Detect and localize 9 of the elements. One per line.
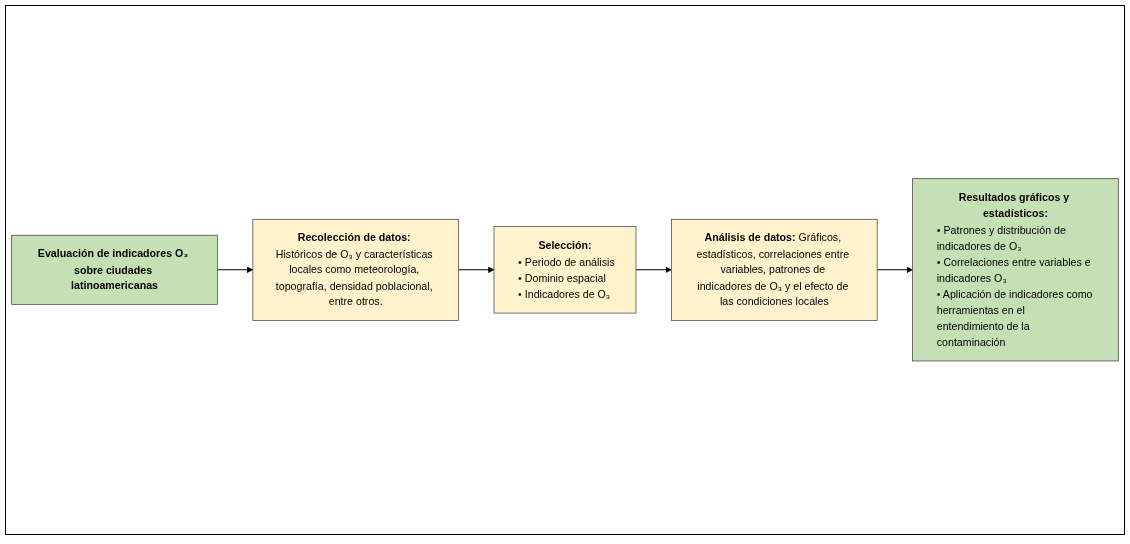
node-box: Análisis de datos: Gráficos, estadísticos, correlaciones entre variables, patrones de indicadores de O₃ y el efecto de las condiciones locales [671,219,878,321]
node-box: Resultados gráficos y estadísticos: • Patrones y distribución de indicadores de O₃ • Correlaciones entre variables e indicadores O₃ • Aplicación de indicadores como herramientas en el entendimiento de la contaminación [912,178,1119,362]
arrow [876,266,913,274]
node-box: Selección: • Periodo de análisis • Dominio espacial • Indicadores de O₃ [493,226,637,314]
arrow [458,266,495,274]
node-box: Recolección de datos: Históricos de O₃ y características locales como meteorología, topografía, densidad poblacional, entre otros. [252,219,459,321]
arrow [216,266,254,274]
arrow [635,266,672,274]
node-box: Evaluación de indicadores O₃ sobre ciudades latinoamericanas [11,235,218,305]
